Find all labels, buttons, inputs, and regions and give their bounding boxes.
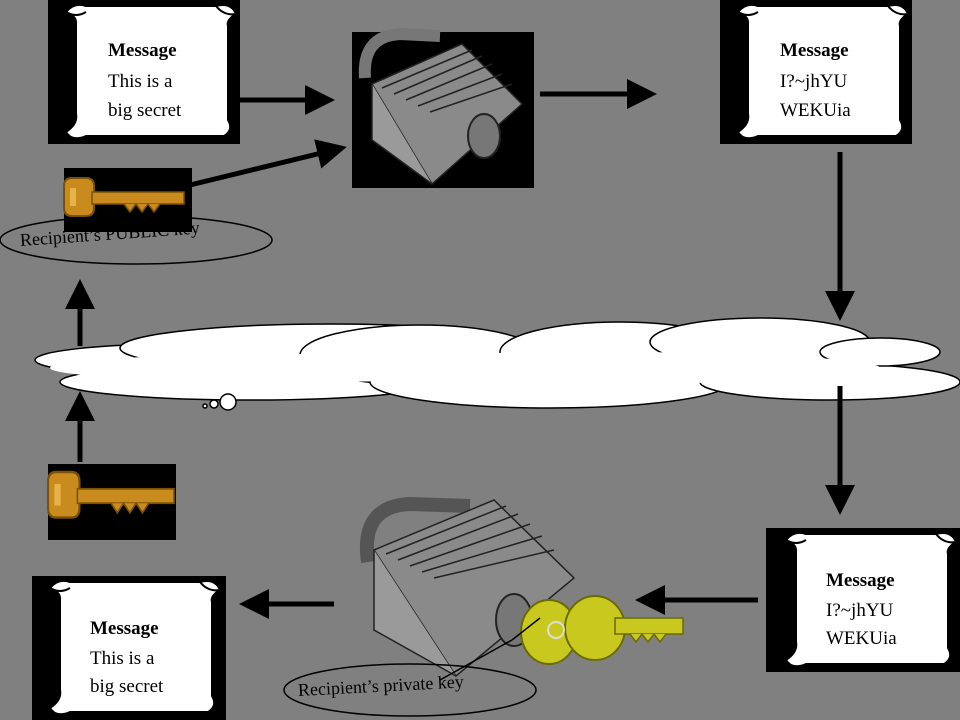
- plaintext-message-scroll-bottom: [32, 576, 226, 720]
- ciphertext-message-scroll-top: [720, 0, 912, 144]
- message-line: This is a: [90, 648, 155, 669]
- private-key-label-oval: [283, 663, 537, 717]
- message-line: This is a: [108, 71, 173, 92]
- message-line: I?~jhYU: [826, 600, 894, 621]
- padlock-icon: [359, 496, 576, 678]
- message-line: I?~jhYU: [780, 71, 848, 92]
- plaintext-message-scroll-top: [48, 0, 240, 144]
- message-title: Message: [108, 40, 177, 61]
- message-title: Message: [780, 40, 849, 61]
- public-key-icon: [63, 168, 192, 232]
- message-line: WEKUia: [826, 628, 897, 649]
- key-icon: [46, 464, 176, 540]
- arrow-icon: [65, 79, 855, 681]
- private-key-icon: [520, 595, 684, 665]
- public-key-label-oval: [0, 215, 273, 265]
- message-line: WEKUia: [780, 100, 851, 121]
- message-title: Message: [90, 618, 159, 639]
- message-line: big secret: [108, 100, 182, 121]
- padlock-icon: [352, 27, 534, 188]
- message-line: big secret: [90, 676, 164, 697]
- ciphertext-message-scroll-bottom: [766, 528, 960, 672]
- message-title: Message: [826, 570, 895, 591]
